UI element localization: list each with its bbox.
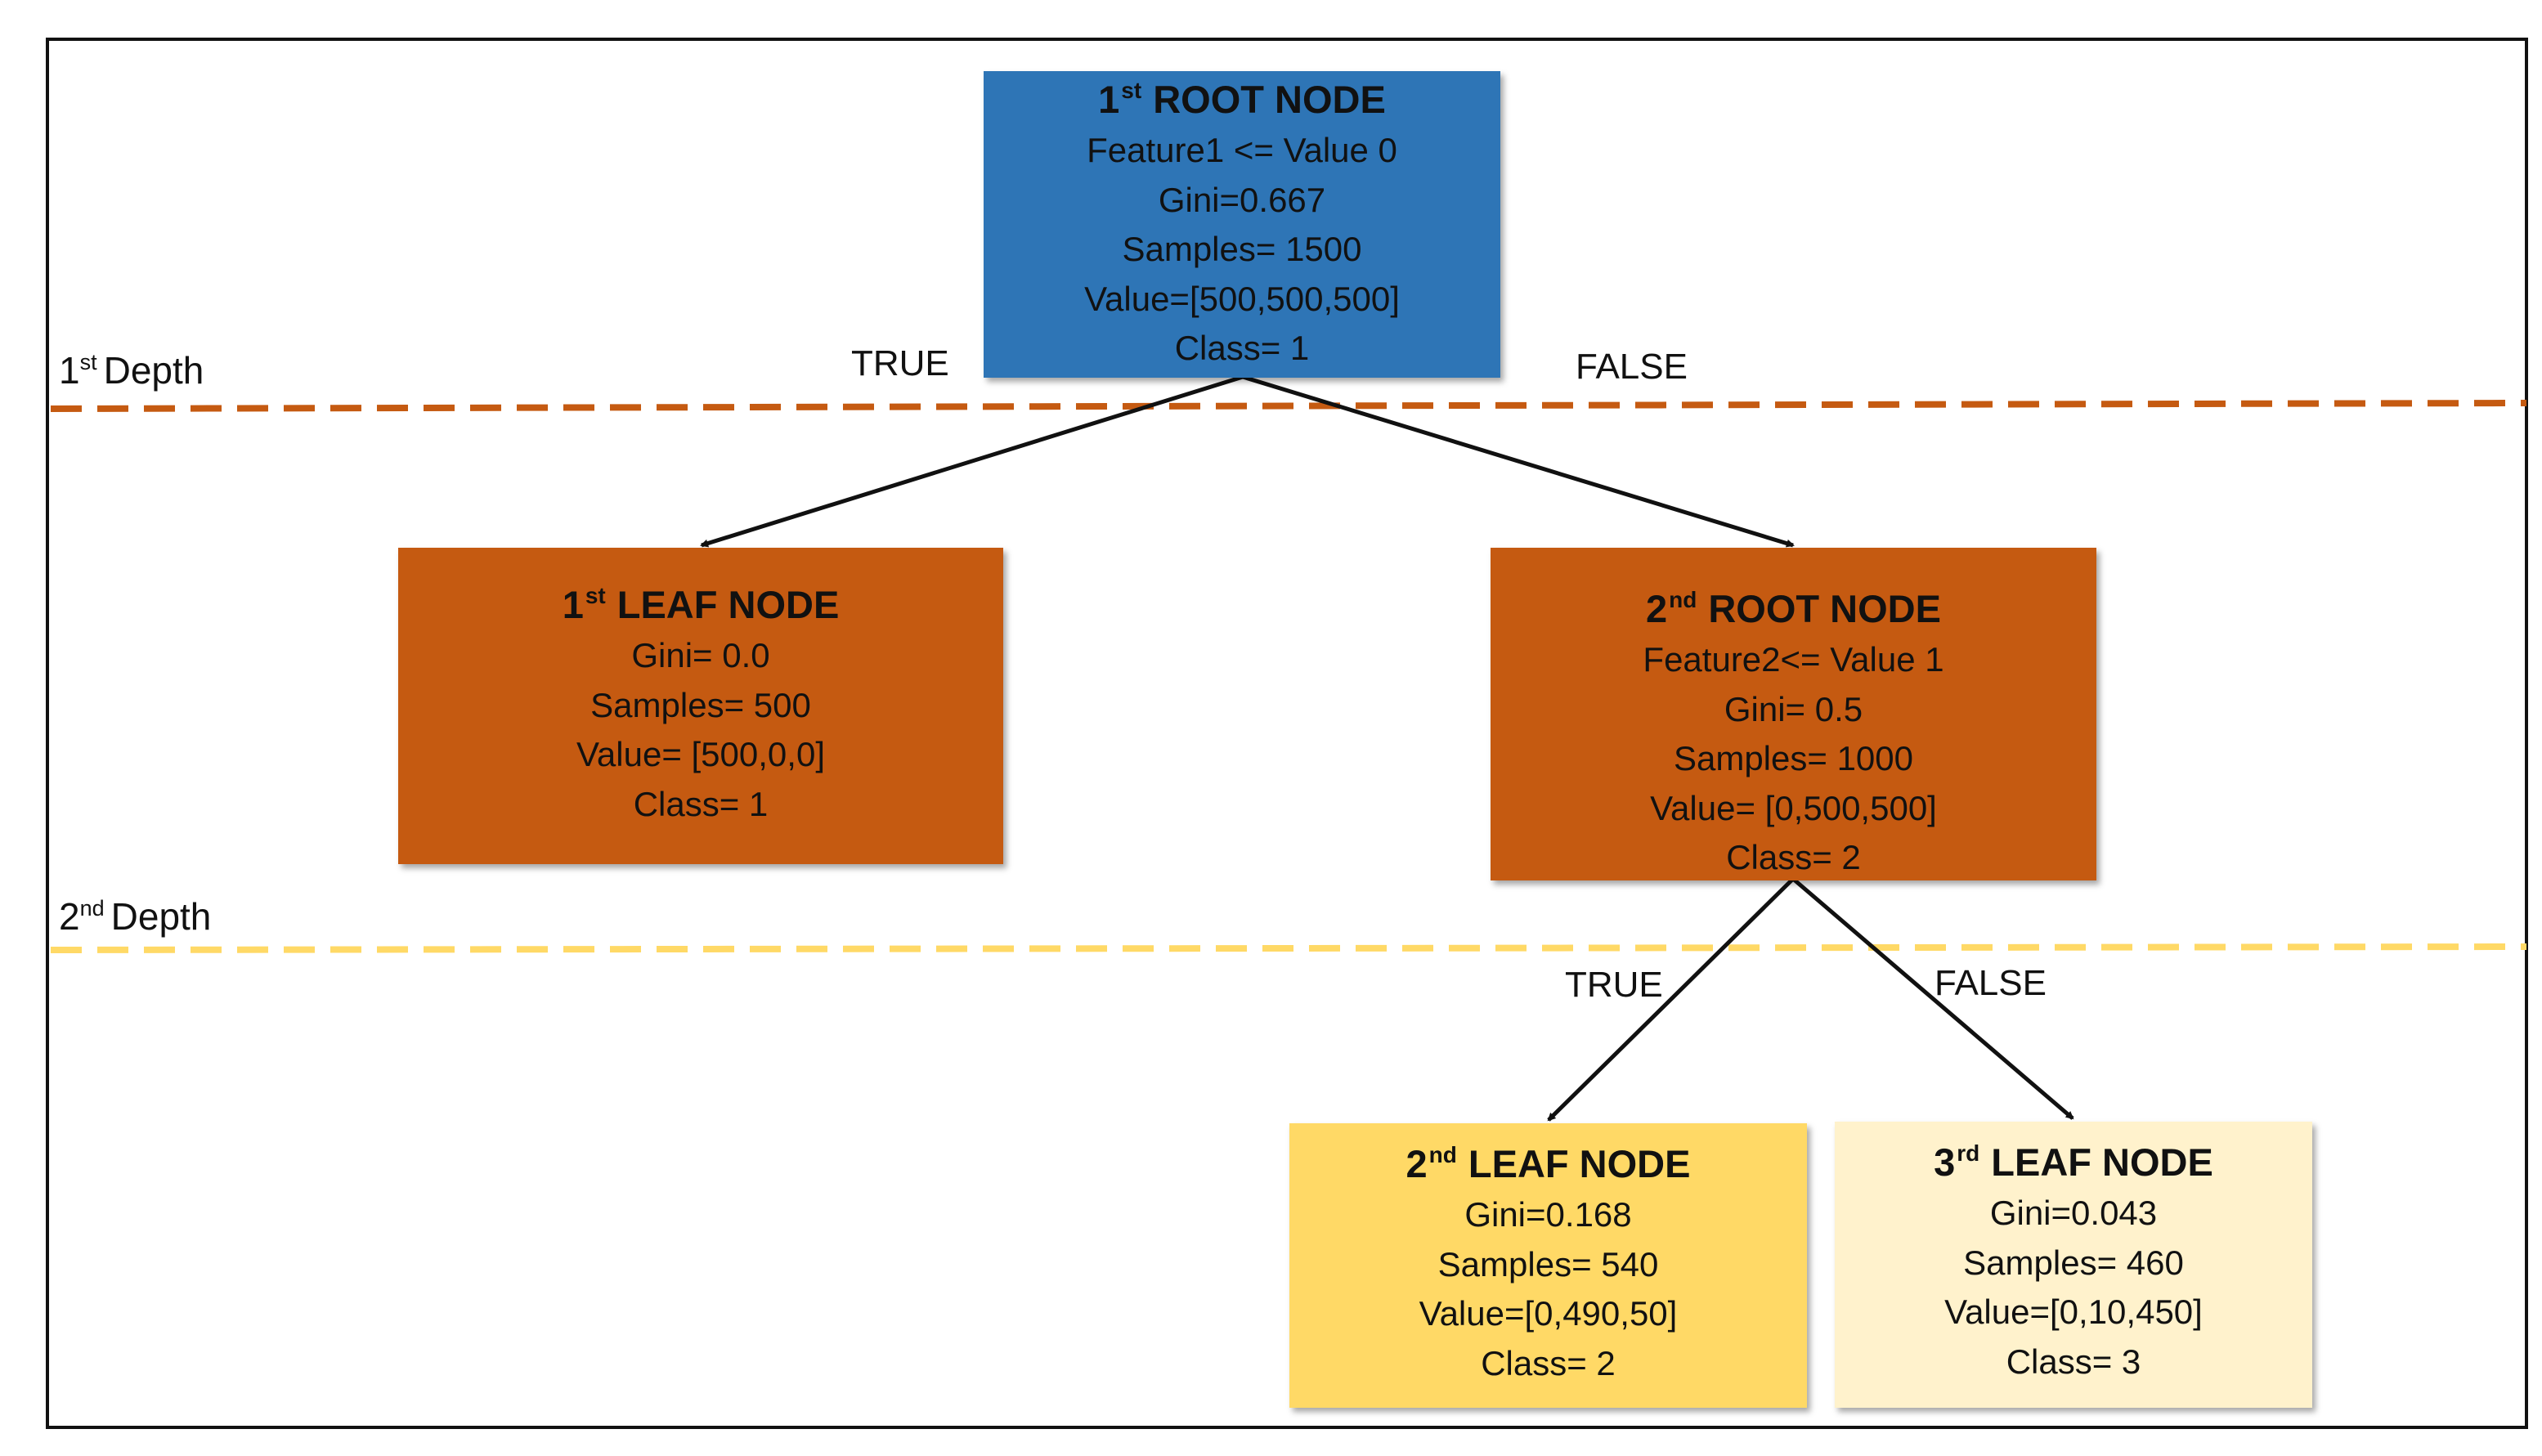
edge-label-root1-true: TRUE bbox=[851, 343, 949, 383]
root-node-1-title-text: ROOT NODE bbox=[1153, 78, 1386, 121]
edge-label-root2-true: TRUE bbox=[1565, 965, 1663, 1005]
leaf-node-1: 1st LEAF NODE Gini= 0.0 Samples= 500 Valu… bbox=[398, 548, 1003, 864]
root-node-2-value: Value= [0,500,500] bbox=[1650, 788, 1937, 827]
edge-root2-false-arrow bbox=[1791, 877, 2074, 1120]
root-node-2-split: Feature2<= Value 1 bbox=[1643, 640, 1944, 679]
leaf-node-2-title: 2nd LEAF NODE bbox=[1406, 1140, 1691, 1189]
leaf-node-2-value: Value=[0,490,50] bbox=[1419, 1294, 1678, 1333]
leaf-node-2-number: 2 bbox=[1405, 1142, 1428, 1185]
root-node-2-class: Class= 2 bbox=[1726, 838, 1861, 876]
leaf-node-3-suffix: rd bbox=[1957, 1140, 1980, 1166]
root-node-1-value: Value=[500,500,500] bbox=[1084, 279, 1400, 318]
edge-label-root2-false: FALSE bbox=[1935, 963, 2047, 1003]
depth-1-suffix: st bbox=[79, 350, 97, 374]
leaf-node-2-gini: Gini=0.168 bbox=[1464, 1195, 1632, 1234]
root-node-2-gini: Gini= 0.5 bbox=[1724, 689, 1863, 728]
depth-2-number: 2 bbox=[59, 895, 80, 938]
leaf-node-3-title: 3rd LEAF NODE bbox=[1934, 1138, 2213, 1187]
root-node-1-number: 1 bbox=[1098, 78, 1120, 121]
leaf-node-1-samples: Samples= 500 bbox=[590, 685, 811, 724]
root-node-2-title-text: ROOT NODE bbox=[1708, 587, 1941, 630]
root-node-1-title: 1st ROOT NODE bbox=[1098, 75, 1386, 124]
leaf-node-3-class: Class= 3 bbox=[2006, 1342, 2141, 1381]
edge-root1-true-arrow bbox=[700, 374, 1244, 548]
root-node-1-gini: Gini=0.667 bbox=[1158, 180, 1326, 219]
leaf-node-2-suffix: nd bbox=[1428, 1142, 1457, 1167]
leaf-node-1-title: 1st LEAF NODE bbox=[563, 580, 840, 629]
leaf-node-1-gini: Gini= 0.0 bbox=[631, 636, 770, 674]
leaf-node-2-samples: Samples= 540 bbox=[1437, 1244, 1659, 1284]
depth-2-line bbox=[50, 943, 2527, 953]
root-node-2-number: 2 bbox=[1646, 587, 1668, 630]
leaf-node-3: 3rd LEAF NODE Gini=0.043 Samples= 460 Val… bbox=[1835, 1122, 2312, 1408]
leaf-node-1-value: Value= [500,0,0] bbox=[576, 735, 825, 773]
leaf-node-3-value: Value=[0,10,450] bbox=[1944, 1292, 2203, 1331]
leaf-node-2-class: Class= 2 bbox=[1481, 1343, 1616, 1382]
depth-1-number: 1 bbox=[59, 349, 80, 392]
leaf-node-3-gini: Gini=0.043 bbox=[1989, 1194, 2158, 1232]
leaf-node-1-suffix: st bbox=[585, 583, 606, 608]
depth-1-text: Depth bbox=[103, 349, 204, 392]
leaf-node-1-number: 1 bbox=[562, 583, 584, 626]
leaf-node-3-samples: Samples= 460 bbox=[1963, 1243, 2184, 1282]
leaf-node-1-class: Class= 1 bbox=[633, 784, 769, 823]
leaf-node-3-number: 3 bbox=[1934, 1140, 1956, 1184]
leaf-node-2: 2nd LEAF NODE Gini=0.168 Samples= 540 Val… bbox=[1289, 1123, 1807, 1408]
root-node-1-split: Feature1 <= Value 0 bbox=[1087, 131, 1397, 169]
root-node-1-samples: Samples= 1500 bbox=[1122, 230, 1362, 268]
root-node-2-samples: Samples= 1000 bbox=[1673, 739, 1914, 777]
root-node-2-suffix: nd bbox=[1669, 587, 1697, 612]
leaf-node-2-title-text: LEAF NODE bbox=[1468, 1142, 1691, 1185]
root-node-2-title: 2nd ROOT NODE bbox=[1646, 585, 1941, 634]
root-node-1-suffix: st bbox=[1121, 78, 1142, 103]
edge-root1-false-arrow bbox=[1242, 374, 1795, 548]
depth-2-suffix: nd bbox=[79, 896, 105, 921]
depth-1-line bbox=[50, 400, 2527, 412]
leaf-node-1-title-text: LEAF NODE bbox=[616, 583, 840, 626]
depth-2-text: Depth bbox=[110, 895, 212, 938]
root-node-1: 1st ROOT NODE Feature1 <= Value 0 Gini=0.… bbox=[984, 71, 1500, 378]
edge-label-root1-false: FALSE bbox=[1576, 347, 1688, 387]
edge-root2-true-arrow bbox=[1547, 877, 1795, 1122]
root-node-2: 2nd ROOT NODE Feature2<= Value 1 Gini= 0.… bbox=[1491, 548, 2096, 880]
diagram-frame bbox=[46, 38, 2528, 1429]
leaf-node-3-title-text: LEAF NODE bbox=[1991, 1140, 2213, 1184]
root-node-1-class: Class= 1 bbox=[1174, 329, 1310, 367]
